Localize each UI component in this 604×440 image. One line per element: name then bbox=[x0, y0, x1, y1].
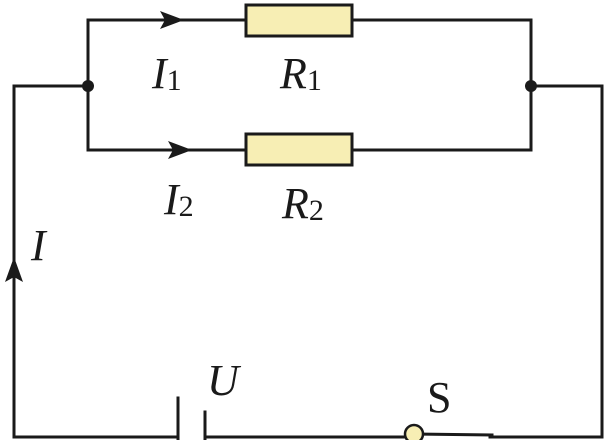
label-i-total: I bbox=[30, 221, 48, 270]
junction-left bbox=[82, 80, 94, 92]
label-r1: R1 bbox=[279, 49, 322, 98]
label-switch: S bbox=[427, 373, 451, 422]
label-voltage: U bbox=[207, 356, 242, 405]
current-arrow-i2 bbox=[168, 141, 192, 159]
junction-right bbox=[525, 80, 537, 92]
right-wire bbox=[488, 84, 604, 439]
branch-1-wire-right bbox=[350, 18, 533, 88]
switch bbox=[403, 423, 494, 440]
switch-lever bbox=[412, 432, 494, 437]
branch-2 bbox=[86, 84, 533, 167]
label-i2: I2 bbox=[163, 175, 194, 224]
branch-1-wire bbox=[86, 18, 248, 88]
current-arrow-i1 bbox=[160, 11, 184, 29]
label-r2: R2 bbox=[281, 179, 324, 228]
switch-pivot bbox=[403, 423, 425, 440]
resistor-r1 bbox=[244, 3, 354, 38]
branch-2-wire bbox=[86, 84, 248, 152]
branch-1 bbox=[86, 3, 533, 88]
label-i1: I1 bbox=[151, 49, 182, 98]
current-arrow-i bbox=[5, 257, 23, 282]
battery bbox=[176, 396, 207, 440]
branch-2-wire-right bbox=[350, 84, 533, 152]
resistor-r2 bbox=[244, 132, 354, 167]
